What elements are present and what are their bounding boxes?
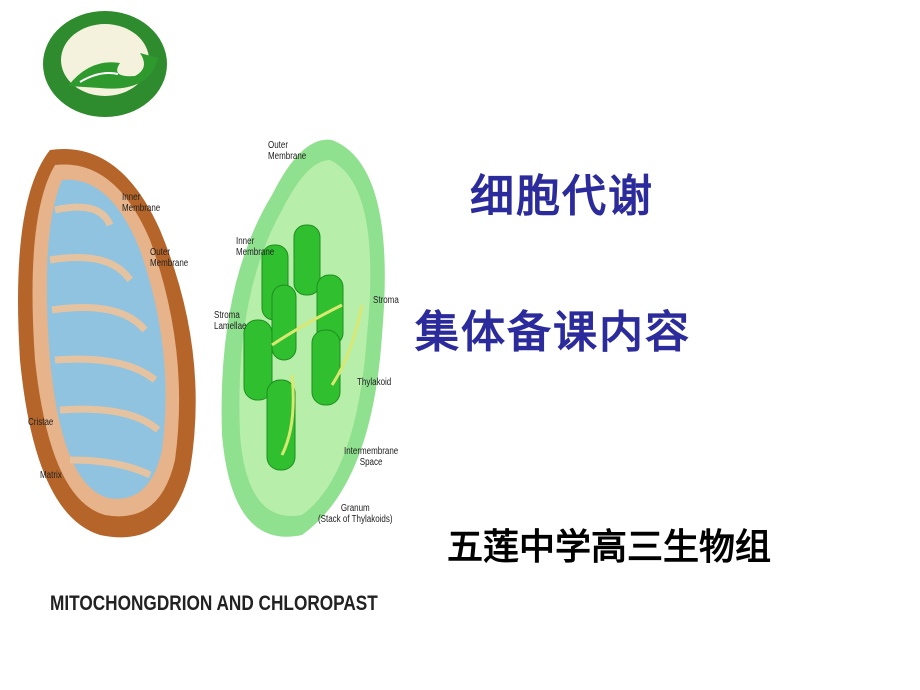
label-outer-membrane-mito: Outer Membrane	[150, 247, 189, 269]
label-inner-membrane-chloro: Inner Membrane	[236, 236, 275, 258]
figure-caption: MITOCHONGDRION AND CHLOROPAST	[50, 592, 378, 615]
label-outer-membrane-chloro: Outer Membrane	[268, 140, 307, 162]
school-logo	[40, 8, 170, 120]
chloroplast-illustration	[212, 135, 402, 545]
title-line-2: 集体备课内容	[415, 308, 691, 357]
mitochondrion-illustration	[10, 140, 210, 550]
label-matrix: Matrix	[40, 470, 62, 481]
label-cristae: Cristae	[28, 417, 54, 428]
label-stroma-lamellae: Stroma Lamellae	[214, 310, 247, 332]
label-granum: Granum (Stack of Thylakoids)	[318, 503, 393, 525]
label-stroma: Stroma	[373, 295, 399, 306]
label-inner-membrane-mito: Inner Membrane	[122, 192, 161, 214]
author-group: 五莲中学高三生物组	[447, 527, 772, 567]
label-intermembrane-space: Intermembrane Space	[344, 446, 399, 468]
label-thylakoid: Thylakoid	[357, 377, 392, 388]
title-line-1: 细胞代谢	[470, 172, 654, 221]
